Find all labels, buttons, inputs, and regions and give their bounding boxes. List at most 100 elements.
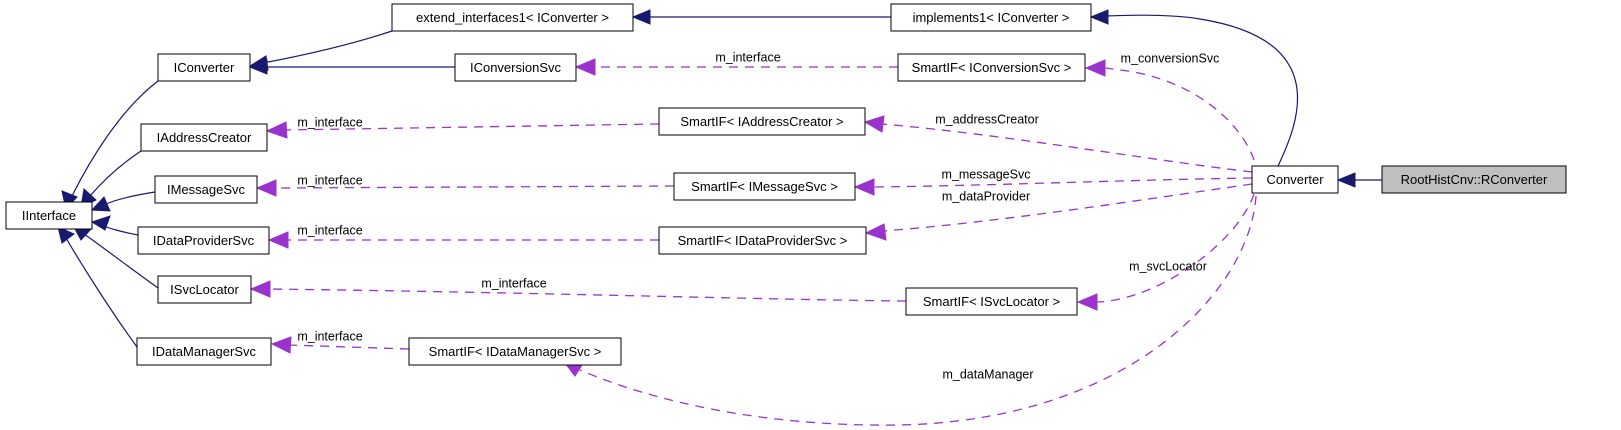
usage-edges xyxy=(249,58,1257,426)
node-IDataProviderSvc[interactable]: IDataProviderSvc xyxy=(137,226,270,255)
arrowhead-inherit-iinterface-4 xyxy=(90,215,111,231)
edge-label-m_messageSvc: m_messageSvc xyxy=(942,167,1031,181)
node-box-IDataManagerSvc[interactable] xyxy=(136,337,272,366)
arrowhead-inherit-iinterface-3 xyxy=(90,196,111,212)
node-box-IConverter[interactable] xyxy=(157,53,251,82)
node-box-SmartIF_ISvcLocator[interactable] xyxy=(905,287,1078,316)
node-box-IMessageSvc[interactable] xyxy=(154,175,258,204)
node-box-Converter[interactable] xyxy=(1251,165,1339,194)
edge-label-m_addressCreator: m_addressCreator xyxy=(935,112,1039,126)
node-SmartIF_IAddressCreator[interactable]: SmartIF< IAddressCreator > xyxy=(658,107,866,136)
node-box-IDataProviderSvc[interactable] xyxy=(137,226,270,255)
node-label-implements1: implements1< IConverter > xyxy=(913,10,1070,25)
node-label-RConverter: RootHistCnv::RConverter xyxy=(1401,172,1548,187)
arrowhead-usage-iaddresscreator xyxy=(265,121,288,139)
node-box-extend_interfaces1[interactable] xyxy=(391,3,634,32)
node-label-SmartIF_IAddressCreator: SmartIF< IAddressCreator > xyxy=(680,114,843,129)
arrowhead-inherit-iinterface-6 xyxy=(57,226,75,244)
node-box-SmartIF_IAddressCreator[interactable] xyxy=(658,107,866,136)
arrowhead-usage-imessagesvc xyxy=(255,179,277,197)
edge-iaddresscreator-to-iinterface xyxy=(89,150,142,197)
node-label-IDataProviderSvc: IDataProviderSvc xyxy=(153,233,255,248)
node-SmartIF_IConversionSvc[interactable]: SmartIF< IConversionSvc > xyxy=(897,53,1086,82)
node-SmartIF_IDataProviderSvc[interactable]: SmartIF< IDataProviderSvc > xyxy=(658,226,867,255)
arrowhead-usage-isvclocator xyxy=(249,280,271,298)
edge-label-m_conversionSvc: m_conversionSvc xyxy=(1121,51,1220,65)
node-box-SmartIF_IDataManagerSvc[interactable] xyxy=(408,337,622,366)
node-IConverter[interactable]: IConverter xyxy=(157,53,251,82)
arrowhead-inherit-extend-1 xyxy=(631,9,651,25)
node-IDataManagerSvc[interactable]: IDataManagerSvc xyxy=(136,337,272,366)
edge-converter-to-smartif-idataprovidersvc xyxy=(882,183,1253,232)
node-IMessageSvc[interactable]: IMessageSvc xyxy=(154,175,258,204)
edge-converter-to-smartif-imessagesvc xyxy=(871,177,1253,188)
node-box-RConverter[interactable] xyxy=(1381,165,1567,194)
edge-converter-to-implements1 xyxy=(1105,14,1299,167)
node-label-IConverter: IConverter xyxy=(174,60,235,75)
node-label-SmartIF_IDataProviderSvc: SmartIF< IDataProviderSvc > xyxy=(678,233,848,248)
node-label-IInterface: IInterface xyxy=(22,208,76,223)
node-label-extend_interfaces1: extend_interfaces1< IConverter > xyxy=(416,10,609,25)
node-box-IConversionSvc[interactable] xyxy=(454,53,577,82)
node-label-IDataManagerSvc: IDataManagerSvc xyxy=(152,344,257,359)
edge-idataprovidersvc-to-iinterface xyxy=(103,225,139,236)
arrowhead-usage-idataprovidersvc xyxy=(267,231,289,249)
node-IConversionSvc[interactable]: IConversionSvc xyxy=(454,53,577,82)
node-label-SmartIF_ISvcLocator: SmartIF< ISvcLocator > xyxy=(923,294,1060,309)
edge-label-m_interface_svclocator: m_interface xyxy=(481,276,546,290)
arrowhead-inherit-iconverter-2 xyxy=(248,59,268,75)
node-SmartIF_IMessageSvc[interactable]: SmartIF< IMessageSvc > xyxy=(673,172,856,201)
node-box-ISvcLocator[interactable] xyxy=(157,275,252,304)
node-IInterface[interactable]: IInterface xyxy=(5,201,93,230)
node-implements1[interactable]: implements1< IConverter > xyxy=(890,3,1092,32)
node-Converter[interactable]: Converter xyxy=(1251,165,1339,194)
edge-converter-to-smartif-idatamanagersvc xyxy=(579,195,1257,426)
edge-smartif-iaddresscreator-to-iaddresscreator xyxy=(283,123,660,131)
edge-label-m_dataProvider: m_dataProvider xyxy=(942,189,1030,203)
edge-idatamanagersvc-to-iinterface xyxy=(65,237,138,348)
node-ISvcLocator[interactable]: ISvcLocator xyxy=(157,275,252,304)
arrowhead-usage-smartif-imessagesvc xyxy=(853,178,875,196)
node-label-IConversionSvc: IConversionSvc xyxy=(470,60,562,75)
arrowhead-usage-smartif-isvclocator xyxy=(1076,293,1098,311)
edge-label-m_interface_messagesvc: m_interface xyxy=(297,173,362,187)
diagram-edge-labels: m_interface m_conversionSvc m_interface m_a… xyxy=(297,50,1219,381)
edge-label-m_interface_dataprovidersvc: m_interface xyxy=(297,223,362,237)
edge-smartif-isvclocator-to-isvclocator xyxy=(267,288,907,302)
node-label-SmartIF_IConversionSvc: SmartIF< IConversionSvc > xyxy=(912,60,1072,75)
edge-label-m_svcLocator: m_svcLocator xyxy=(1129,259,1207,273)
edge-smartif-idatamanagersvc-to-idatamanagersvc xyxy=(288,344,410,350)
node-box-SmartIF_IConversionSvc[interactable] xyxy=(897,53,1086,82)
node-box-IAddressCreator[interactable] xyxy=(140,123,268,152)
arrowhead-usage-smartif-iconversionsvc xyxy=(1084,59,1106,77)
node-label-SmartIF_IMessageSvc: SmartIF< IMessageSvc > xyxy=(691,179,838,194)
node-RConverter[interactable]: RootHistCnv::RConverter xyxy=(1381,165,1567,194)
arrowhead-inherit-converter xyxy=(1336,172,1356,188)
arrowhead-usage-iconversionsvc xyxy=(574,58,596,76)
arrowhead-usage-idatamanagersvc xyxy=(270,336,292,354)
node-extend_interfaces1[interactable]: extend_interfaces1< IConverter > xyxy=(391,3,634,32)
edge-converter-to-smartif-iaddresscreator xyxy=(881,123,1253,173)
arrowhead-usage-smartif-iaddresscreator xyxy=(863,115,885,133)
node-SmartIF_ISvcLocator[interactable]: SmartIF< ISvcLocator > xyxy=(905,287,1078,316)
node-label-SmartIF_IDataManagerSvc: SmartIF< IDataManagerSvc > xyxy=(429,344,602,359)
edge-label-m_dataManager: m_dataManager xyxy=(942,367,1033,381)
node-IAddressCreator[interactable]: IAddressCreator xyxy=(140,123,268,152)
edge-label-m_interface_conversionsvc: m_interface xyxy=(715,50,780,64)
node-box-implements1[interactable] xyxy=(890,3,1092,32)
arrowhead-inherit-implements1 xyxy=(1089,9,1109,25)
edge-label-m_interface_datamanagersvc: m_interface xyxy=(297,329,362,343)
node-box-SmartIF_IDataProviderSvc[interactable] xyxy=(658,226,867,255)
edge-extend-interfaces1-to-iconverter xyxy=(262,30,393,64)
node-SmartIF_IDataManagerSvc[interactable]: SmartIF< IDataManagerSvc > xyxy=(408,337,622,366)
edge-converter-to-smartif-iconversionsvc xyxy=(1102,67,1255,161)
node-box-SmartIF_IMessageSvc[interactable] xyxy=(673,172,856,201)
node-label-IAddressCreator: IAddressCreator xyxy=(157,130,252,145)
node-label-ISvcLocator: ISvcLocator xyxy=(170,282,239,297)
node-box-IInterface[interactable] xyxy=(5,201,93,230)
edge-label-m_interface_addresscreator: m_interface xyxy=(297,115,362,129)
edge-imessagesvc-to-iinterface xyxy=(103,191,156,206)
node-label-Converter: Converter xyxy=(1266,172,1324,187)
node-label-IMessageSvc: IMessageSvc xyxy=(167,182,246,197)
